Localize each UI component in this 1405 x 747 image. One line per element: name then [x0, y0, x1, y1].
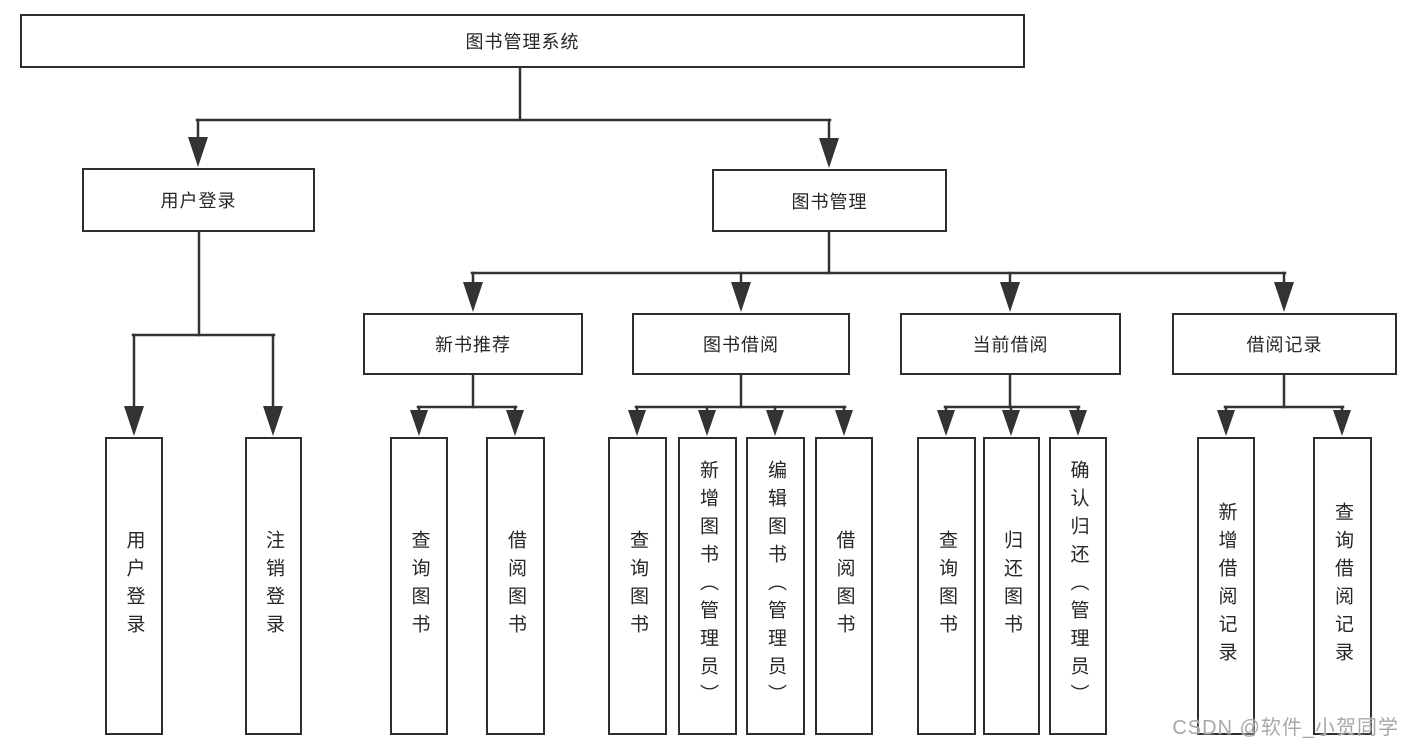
leaf-query-books-current: 查询图书 — [917, 437, 976, 735]
leaf-add-borrow-record: 新增借阅记录 — [1197, 437, 1255, 735]
leaf-label: 借阅图书 — [833, 530, 855, 642]
leaf-label: 查询图书 — [627, 530, 648, 642]
node-new-book-recommendation: 新书推荐 — [363, 313, 583, 375]
leaf-return-books: 归还图书 — [983, 437, 1040, 735]
leaf-query-books-borrowing: 查询图书 — [608, 437, 667, 735]
node-user-login-branch: 用户登录 — [82, 168, 315, 232]
leaf-query-borrow-record: 查询借阅记录 — [1313, 437, 1372, 735]
leaf-label: 注销登录 — [263, 530, 284, 642]
node-book-borrowing: 图书借阅 — [632, 313, 850, 375]
node-borrowing-records: 借阅记录 — [1172, 313, 1397, 375]
node-current-borrowing: 当前借阅 — [900, 313, 1121, 375]
arrowheads — [124, 137, 1351, 436]
csdn-watermark: CSDN @软件_小贺同学 — [1172, 717, 1399, 739]
leaf-label: 确认归还（管理员） — [1067, 460, 1089, 712]
node-library-system: 图书管理系统 — [20, 14, 1025, 68]
leaf-confirm-return-admin: 确认归还（管理员） — [1049, 437, 1107, 735]
node-book-management: 图书管理 — [712, 169, 947, 232]
leaf-label: 查询借阅记录 — [1332, 502, 1353, 670]
leaf-user-login: 用户登录 — [105, 437, 163, 735]
leaf-label: 新增图书（管理员） — [697, 460, 718, 712]
leaf-add-book-admin: 新增图书（管理员） — [678, 437, 737, 735]
leaf-logout: 注销登录 — [245, 437, 302, 735]
leaf-label: 归还图书 — [1001, 530, 1022, 642]
leaf-borrow-books-borrowing: 借阅图书 — [815, 437, 873, 735]
leaf-borrow-books-recommend: 借阅图书 — [486, 437, 545, 735]
leaf-label: 查询图书 — [408, 530, 430, 642]
leaf-label: 用户登录 — [123, 530, 145, 642]
leaf-label: 借阅图书 — [505, 530, 526, 642]
leaf-edit-book-admin: 编辑图书（管理员） — [746, 437, 805, 735]
leaf-label: 查询图书 — [936, 530, 957, 642]
leaf-label: 新增借阅记录 — [1215, 502, 1237, 670]
leaf-query-books-recommend: 查询图书 — [390, 437, 448, 735]
leaf-label: 编辑图书（管理员） — [765, 460, 786, 712]
